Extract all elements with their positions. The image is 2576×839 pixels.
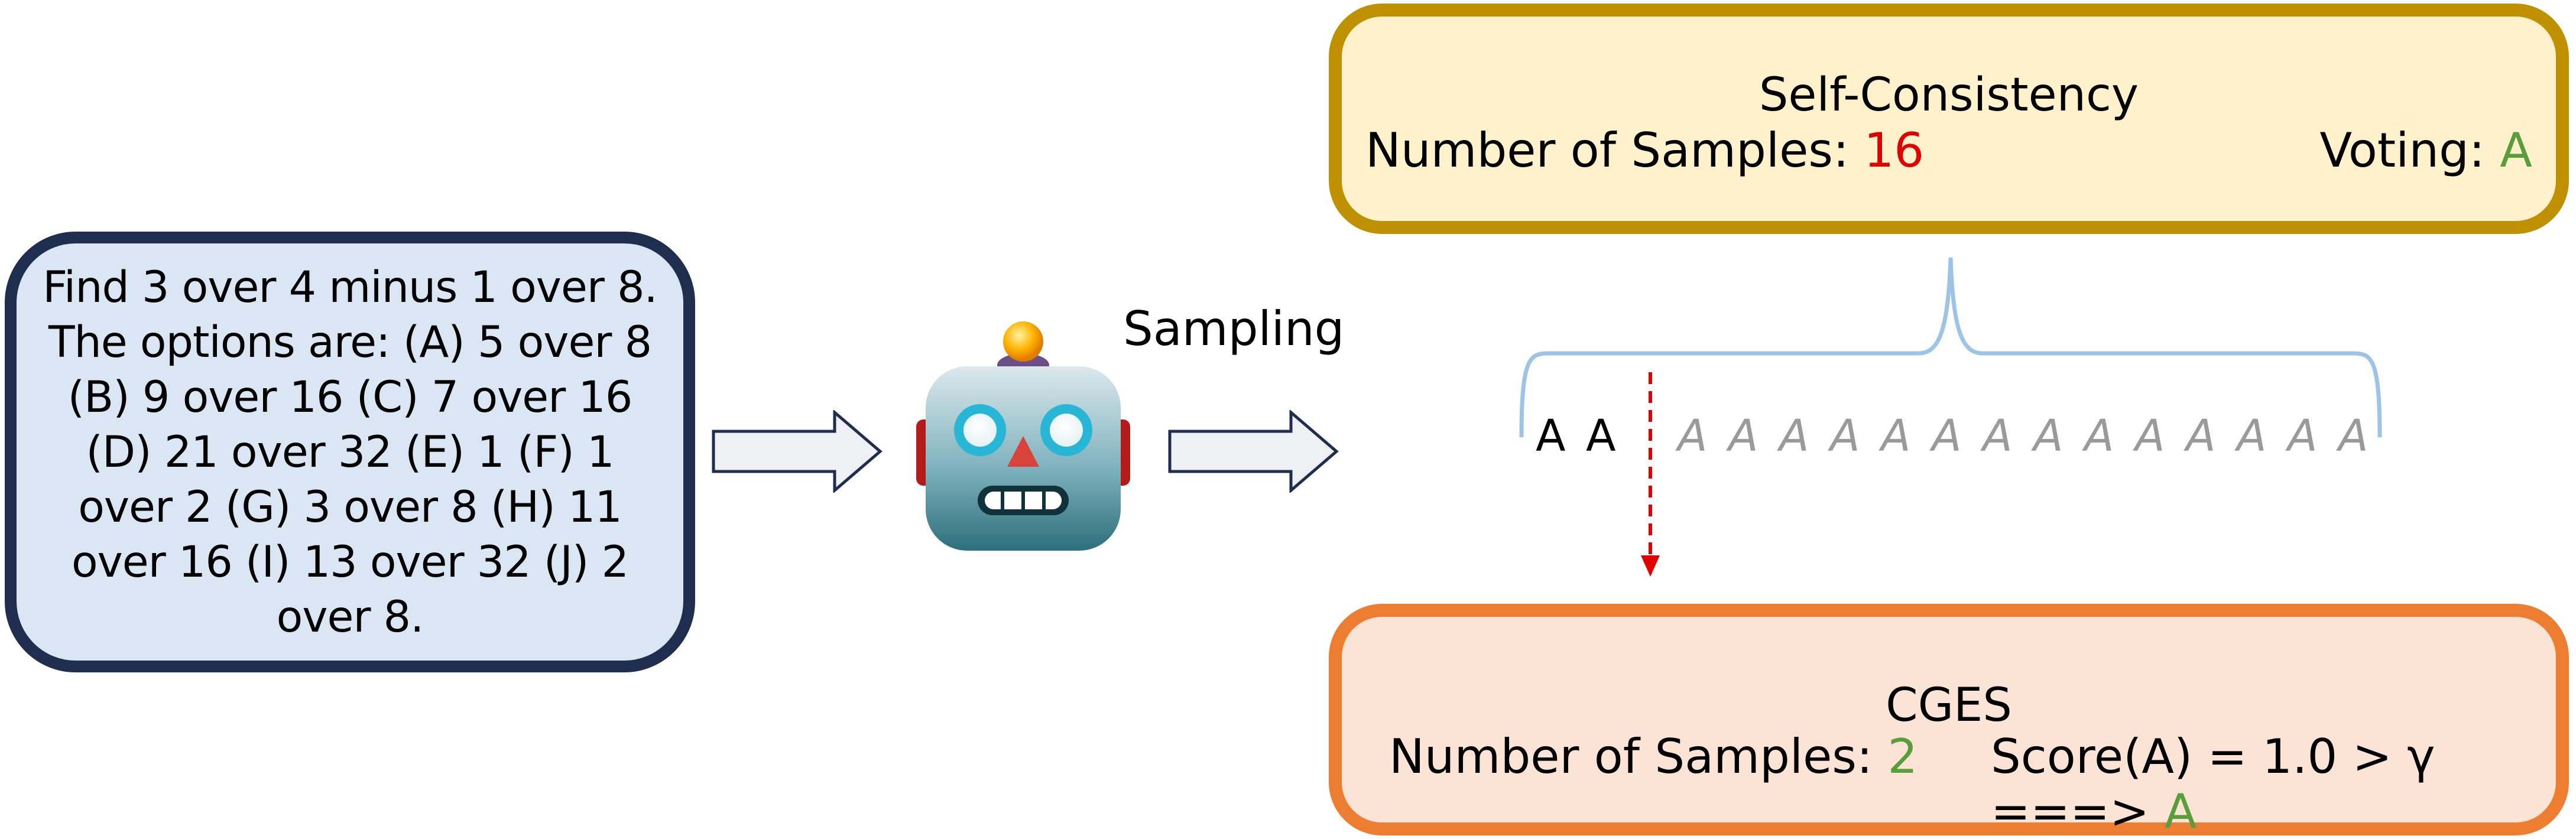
sample-unused-9: A bbox=[2084, 411, 2114, 461]
self-consistency-title: Self-Consistency bbox=[1759, 69, 2139, 122]
sample-used-1: A bbox=[1536, 411, 1566, 461]
score-label: Score(A) = 1.0 > γ ===> bbox=[1991, 729, 2435, 839]
sample-unused-7: A bbox=[1983, 411, 2013, 461]
sample-unused-11: A bbox=[2186, 411, 2216, 461]
cges-samples: Number of Samples: 2 bbox=[1389, 729, 1918, 784]
question-box: Find 3 over 4 minus 1 over 8. The option… bbox=[5, 232, 695, 672]
sample-unused-5: A bbox=[1881, 411, 1911, 461]
sample-unused-10: A bbox=[2135, 411, 2165, 461]
self-consistency-box: Self-Consistency Number of Samples: 16 V… bbox=[1329, 4, 2569, 234]
robot-icon bbox=[916, 321, 1130, 551]
samples-value: 2 bbox=[1887, 729, 1918, 784]
question-text: Find 3 over 4 minus 1 over 8. The option… bbox=[43, 262, 658, 642]
brace-icon bbox=[1519, 257, 2382, 438]
sample-unused-13: A bbox=[2288, 411, 2318, 461]
self-consistency-samples: Number of Samples: 16 bbox=[1365, 123, 1924, 178]
samples-value: 16 bbox=[1864, 123, 1925, 178]
sample-unused-1: A bbox=[1678, 411, 1708, 461]
samples-label: Number of Samples: bbox=[1365, 123, 1864, 178]
cges-box: CGES Number of Samples: 2 Score(A) = 1.0… bbox=[1329, 604, 2569, 839]
right-arrow-icon bbox=[712, 410, 883, 493]
sample-used-2: A bbox=[1586, 411, 1616, 461]
sample-unused-2: A bbox=[1728, 411, 1759, 461]
sample-unused-6: A bbox=[1932, 411, 1962, 461]
cges-score: Score(A) = 1.0 > γ ===> A bbox=[1991, 729, 2556, 839]
dashed-down-arrow-icon bbox=[1641, 372, 1660, 577]
sample-unused-12: A bbox=[2237, 411, 2267, 461]
cges-title: CGES bbox=[1886, 679, 2012, 732]
right-arrow-icon bbox=[1168, 410, 1339, 493]
sampling-label: Sampling bbox=[1123, 301, 1345, 356]
sample-unused-3: A bbox=[1779, 411, 1809, 461]
sample-unused-14: A bbox=[2338, 411, 2369, 461]
sample-unused-8: A bbox=[2033, 411, 2064, 461]
voting-label: Voting: bbox=[2319, 123, 2500, 178]
voting-value: A bbox=[2500, 123, 2532, 178]
score-value: A bbox=[2164, 784, 2197, 839]
samples-label: Number of Samples: bbox=[1389, 729, 1888, 784]
sample-unused-4: A bbox=[1830, 411, 1860, 461]
self-consistency-voting: Voting: A bbox=[2319, 123, 2532, 178]
